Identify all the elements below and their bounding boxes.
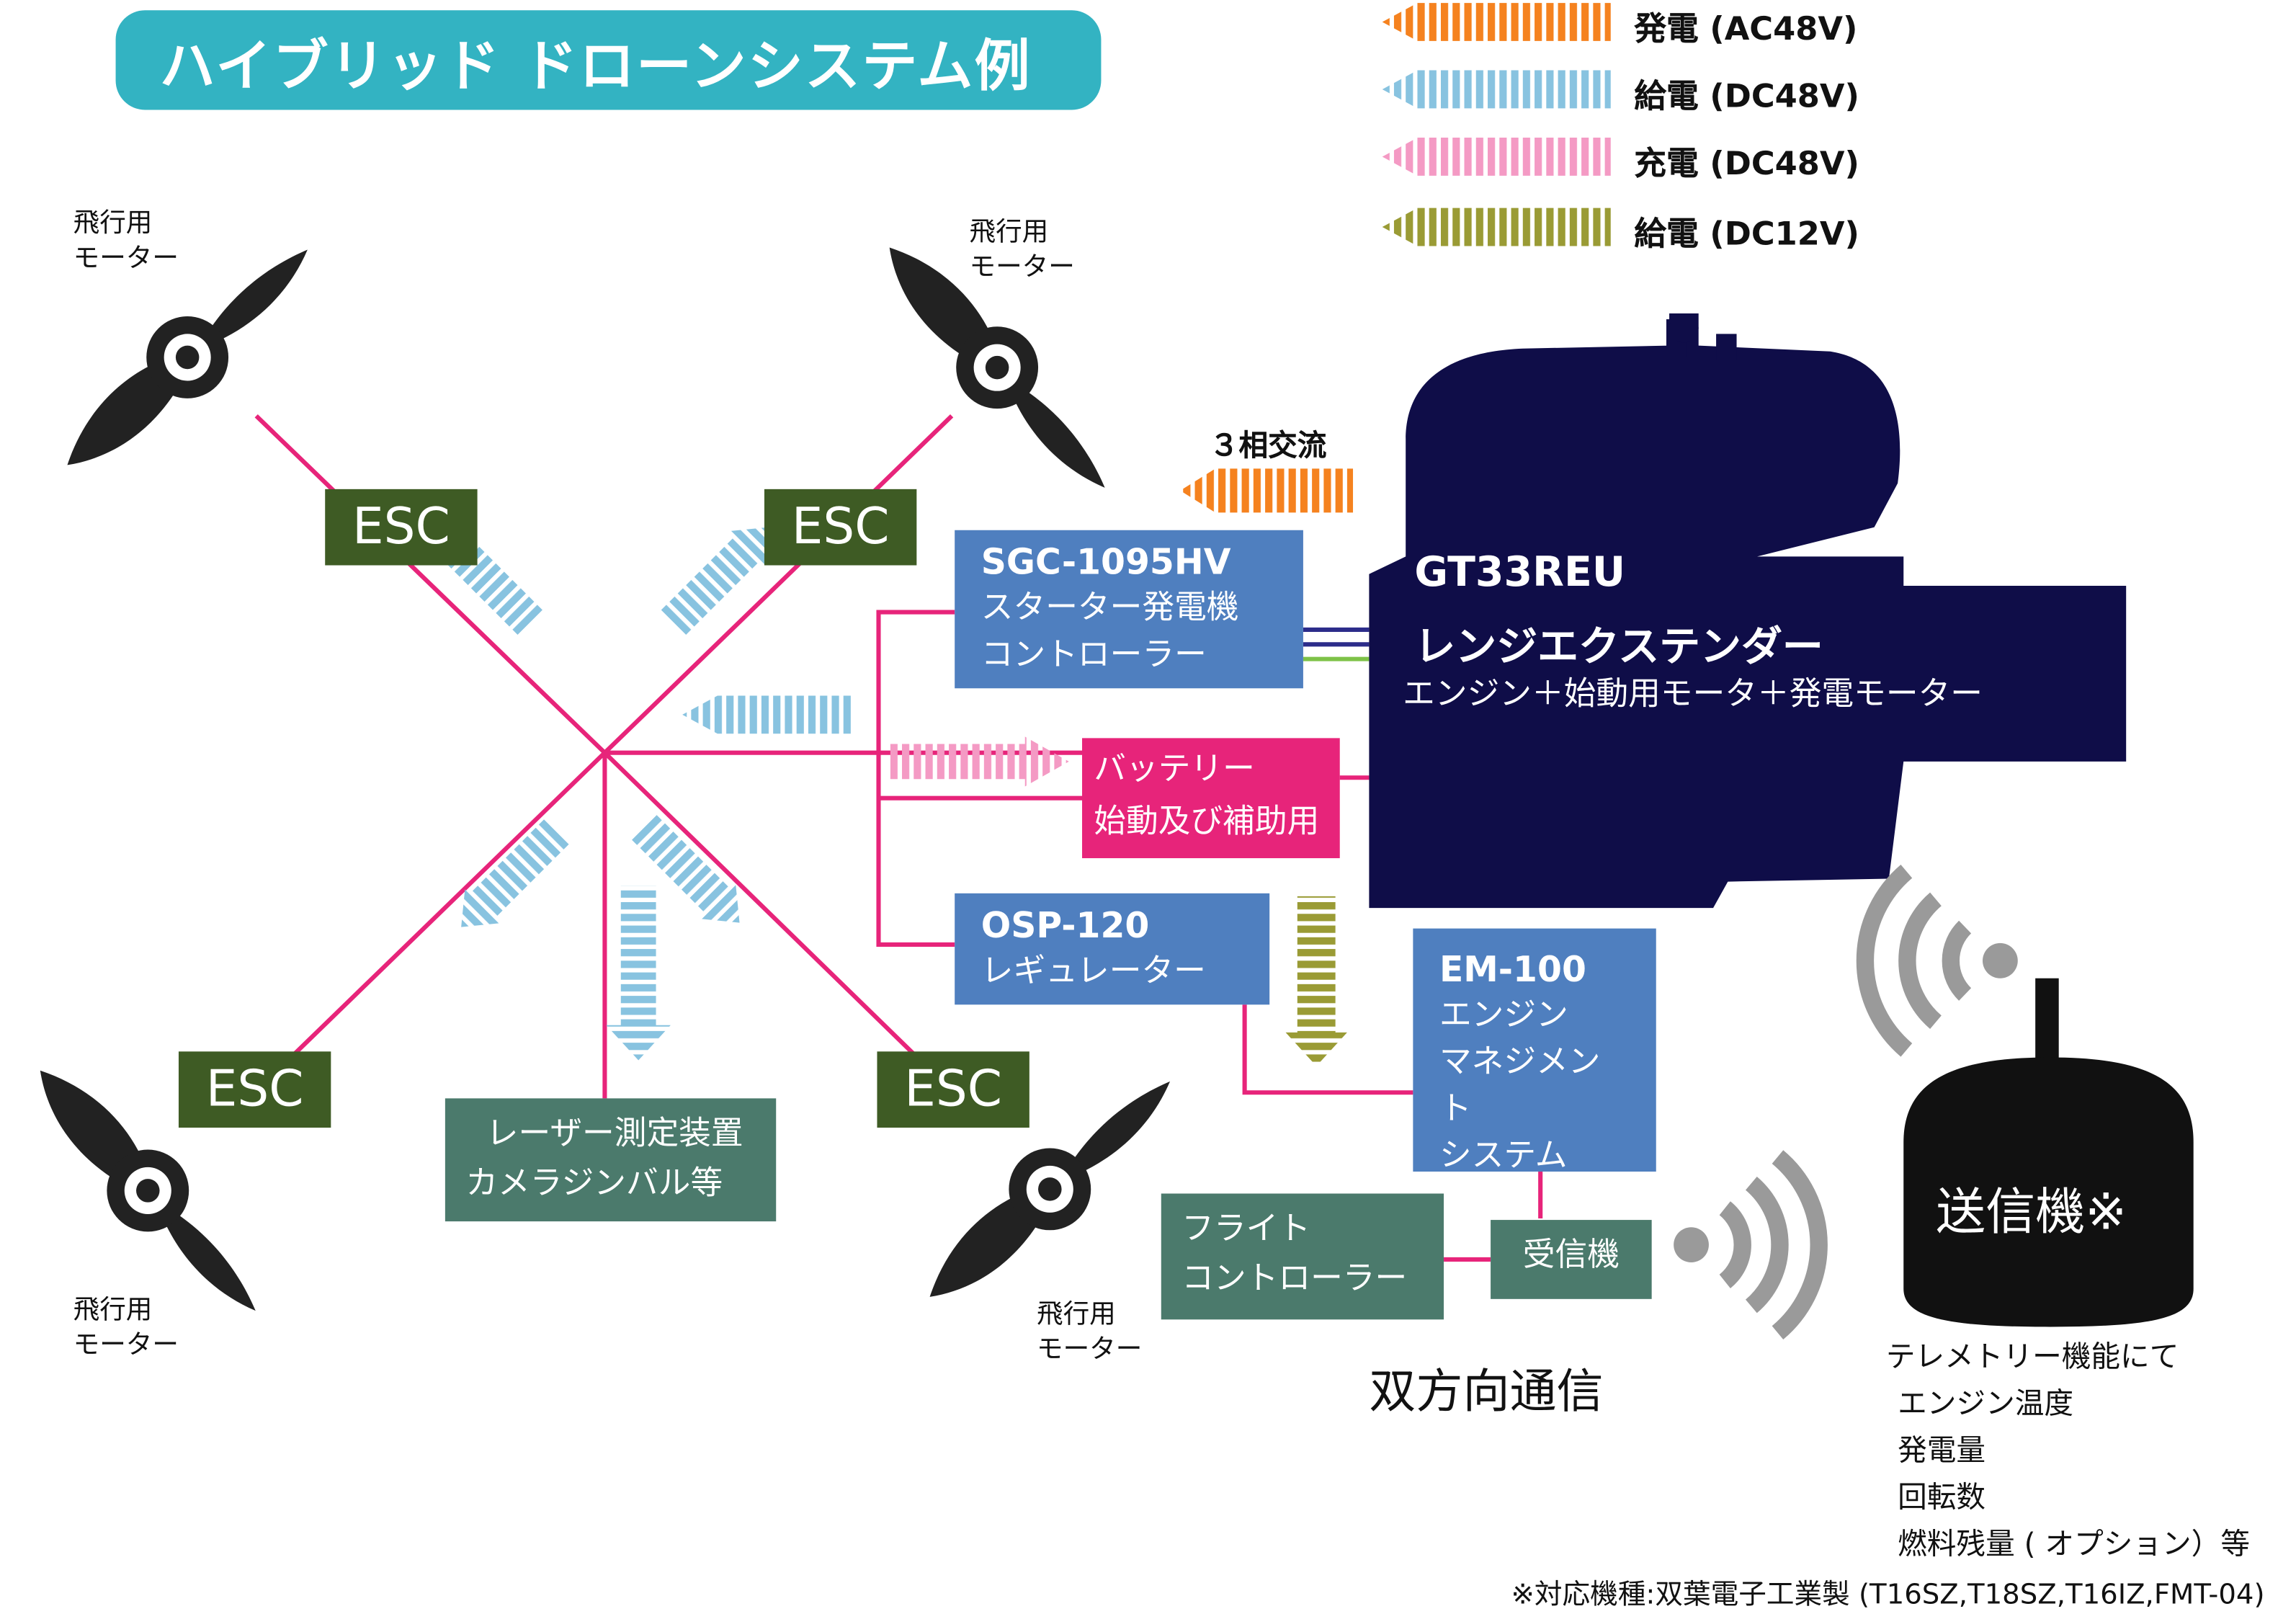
flight-controller-box: フライト コントローラー: [1161, 1193, 1444, 1320]
transmitter-label: 送信機※: [1935, 1183, 2127, 1242]
legend-label-dc48-supply: 給電 (DC48V): [1634, 79, 1859, 116]
motor-label-top-left: 飛行用モーター: [73, 208, 179, 275]
payload-line1: レーザー測定装置: [486, 1115, 743, 1153]
bidirectional-label: 双方向通信: [1369, 1363, 1604, 1419]
telemetry-line: エンジン温度: [1898, 1385, 2074, 1421]
payload-box: レーザー測定装置 カメラジンバル等: [445, 1098, 777, 1222]
footnote: ※対応機種:双葉電子工業製 (T16SZ,T18SZ,T16IZ,FMT-04): [1511, 1579, 2265, 1611]
page-title: ハイブリッド ドローンシステム例: [115, 10, 1102, 110]
legend-label-dc48-charge: 充電 (DC48V): [1634, 146, 1859, 184]
engine-silhouette: [1369, 313, 2127, 909]
em-system-box: EM-100 エンジン マネジメント システム: [1413, 928, 1656, 1174]
sgc-controller-box: SGC-1095HV スターター発電機 コントローラー: [955, 530, 1303, 689]
legend-arrow-dc48-charge: [1382, 138, 1611, 176]
sgc-line1: スターター発電機: [981, 590, 1239, 627]
flight-controller-line2: コントローラー: [1181, 1260, 1408, 1298]
receiver-box: 受信機: [1491, 1220, 1652, 1299]
em-line1: エンジン: [1439, 997, 1568, 1034]
telemetry-line: テレメトリー機能にて: [1885, 1338, 2179, 1374]
three-phase-label: ３相交流: [1209, 427, 1327, 463]
esc-bottom-right: ESC: [877, 1051, 1029, 1128]
motor-label-bottom-right: 飛行用モーター: [1037, 1298, 1143, 1365]
arrow-sgc-to-bus: [682, 695, 852, 734]
esc-bottom-left: ESC: [178, 1051, 331, 1128]
arrow-to-esc-bottom-left: [461, 819, 569, 927]
legend-arrow-dc12: [1382, 208, 1611, 246]
flight-controller-line1: フライト: [1181, 1210, 1311, 1248]
esc-top-left: ESC: [325, 489, 478, 566]
arrow-three-phase: [1180, 468, 1354, 513]
telemetry-line: 燃料残量 ( オプション）等: [1898, 1525, 2250, 1561]
engine-title: レンジエクステンダー: [1414, 622, 1823, 671]
legend-arrow-ac48: [1382, 3, 1611, 41]
motor-label-top-right: 飛行用モーター: [969, 216, 1075, 283]
legend-label-dc12: 給電 (DC12V): [1634, 216, 1859, 254]
battery-box: バッテリー 始動及び補助用: [1082, 738, 1340, 859]
battery-line1: バッテリー: [1094, 751, 1255, 788]
engine-model: GT33REU: [1414, 548, 1626, 597]
osp-regulator-box: OSP-120 レギュレーター: [955, 893, 1270, 1005]
osp-model: OSP-120: [981, 905, 1150, 946]
arrow-to-esc-top-right: [661, 527, 769, 636]
battery-line2: 始動及び補助用: [1094, 803, 1320, 841]
engine-subtitle: エンジン＋始動用モータ＋発電モーター: [1403, 677, 1983, 713]
arrow-to-laser: [606, 886, 671, 1061]
telemetry-notes: テレメトリー機能にて エンジン温度 発電量 回転数 燃料残量 ( オプション）等: [1886, 1333, 2250, 1567]
sgc-model: SGC-1095HV: [981, 542, 1231, 583]
em-line2: マネジメント: [1439, 1044, 1601, 1128]
em-model: EM-100: [1439, 949, 1586, 990]
arrow-to-esc-bottom-right: [632, 815, 740, 923]
telemetry-line: 回転数: [1898, 1479, 1986, 1515]
sgc-engine-connectors: [1303, 627, 1370, 661]
telemetry-line: 発電量: [1898, 1432, 1986, 1468]
wifi-signal-receiver: [1674, 1150, 1828, 1339]
legend-label-ac48: 発電 (AC48V): [1634, 12, 1858, 49]
em-line3: システム: [1439, 1138, 1568, 1175]
payload-line2: カメラジンバル等: [465, 1165, 723, 1203]
power-wires: [254, 414, 1543, 1262]
motor-label-bottom-left: 飛行用モーター: [73, 1294, 179, 1361]
esc-top-right: ESC: [764, 489, 917, 566]
legend-arrow-dc48-supply: [1382, 70, 1611, 109]
osp-line1: レギュレーター: [981, 953, 1206, 990]
arrow-dc12-to-em: [1285, 896, 1347, 1066]
transmitter-device: [1903, 978, 2194, 1327]
sgc-line2: コントローラー: [981, 637, 1207, 674]
arrow-charge-battery: [890, 736, 1069, 787]
wifi-signal-transmitter: [1856, 865, 2018, 1057]
